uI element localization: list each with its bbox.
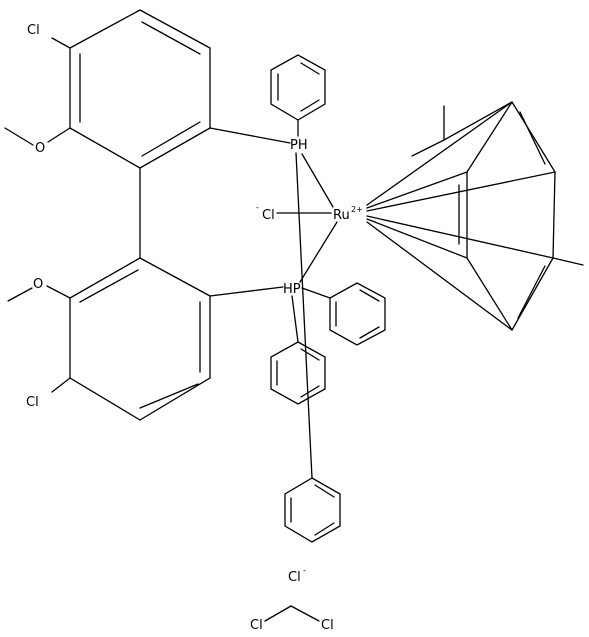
cymene-methyl-bond (552, 257, 584, 266)
cl-bottom-aryl-label: Cl (26, 395, 39, 410)
cl-bond-top (51, 37, 71, 49)
methyl-bond-top (4, 127, 34, 146)
ru-cl-label: Cl (262, 208, 275, 223)
ru-cl-charge-label: - (256, 203, 259, 212)
cl-top-aryl-label: Cl (27, 23, 40, 38)
methoxy-bond-top (47, 127, 71, 143)
methoxy-o-top-label: O (35, 141, 45, 156)
ru-label: Ru (333, 208, 350, 223)
dcm-cl-right-label: Cl (321, 618, 334, 633)
counterion-charge-label: - (303, 566, 306, 575)
p-phenyl-long-bond (295, 152, 313, 479)
lower-aryl-ring (69, 257, 211, 421)
cymene-ring (458, 101, 556, 331)
ru-charge-label: 2+ (351, 205, 363, 214)
aryl-p-bond-bottom (209, 286, 284, 297)
methoxy-o-bottom-label: O (33, 277, 43, 292)
aryl-p-bond-top (209, 127, 291, 144)
phenyl-ring-right (301, 282, 386, 346)
dcm-bond-right (290, 605, 320, 622)
p-ru-bond-top (301, 153, 334, 208)
upper-aryl-ring (69, 9, 211, 169)
p-ru-bond-bottom (299, 221, 338, 283)
methyl-bond-bottom (7, 287, 33, 302)
ru-arene-bonds (366, 101, 556, 331)
phenyl-ring-top (270, 54, 326, 137)
p-bottom-label: HP (283, 282, 301, 297)
counterion-cl-label: Cl (288, 570, 301, 585)
dcm-cl-left-label: Cl (250, 618, 263, 633)
cl-bond-bottom (51, 377, 71, 393)
methoxy-bond-bottom (46, 285, 71, 299)
p-top-label: PH (290, 138, 308, 153)
dcm-bond-left (264, 605, 292, 622)
phenyl-ring-middle (270, 295, 326, 405)
isopropyl-group (411, 101, 513, 157)
phenyl-ring-bottom (284, 477, 341, 543)
